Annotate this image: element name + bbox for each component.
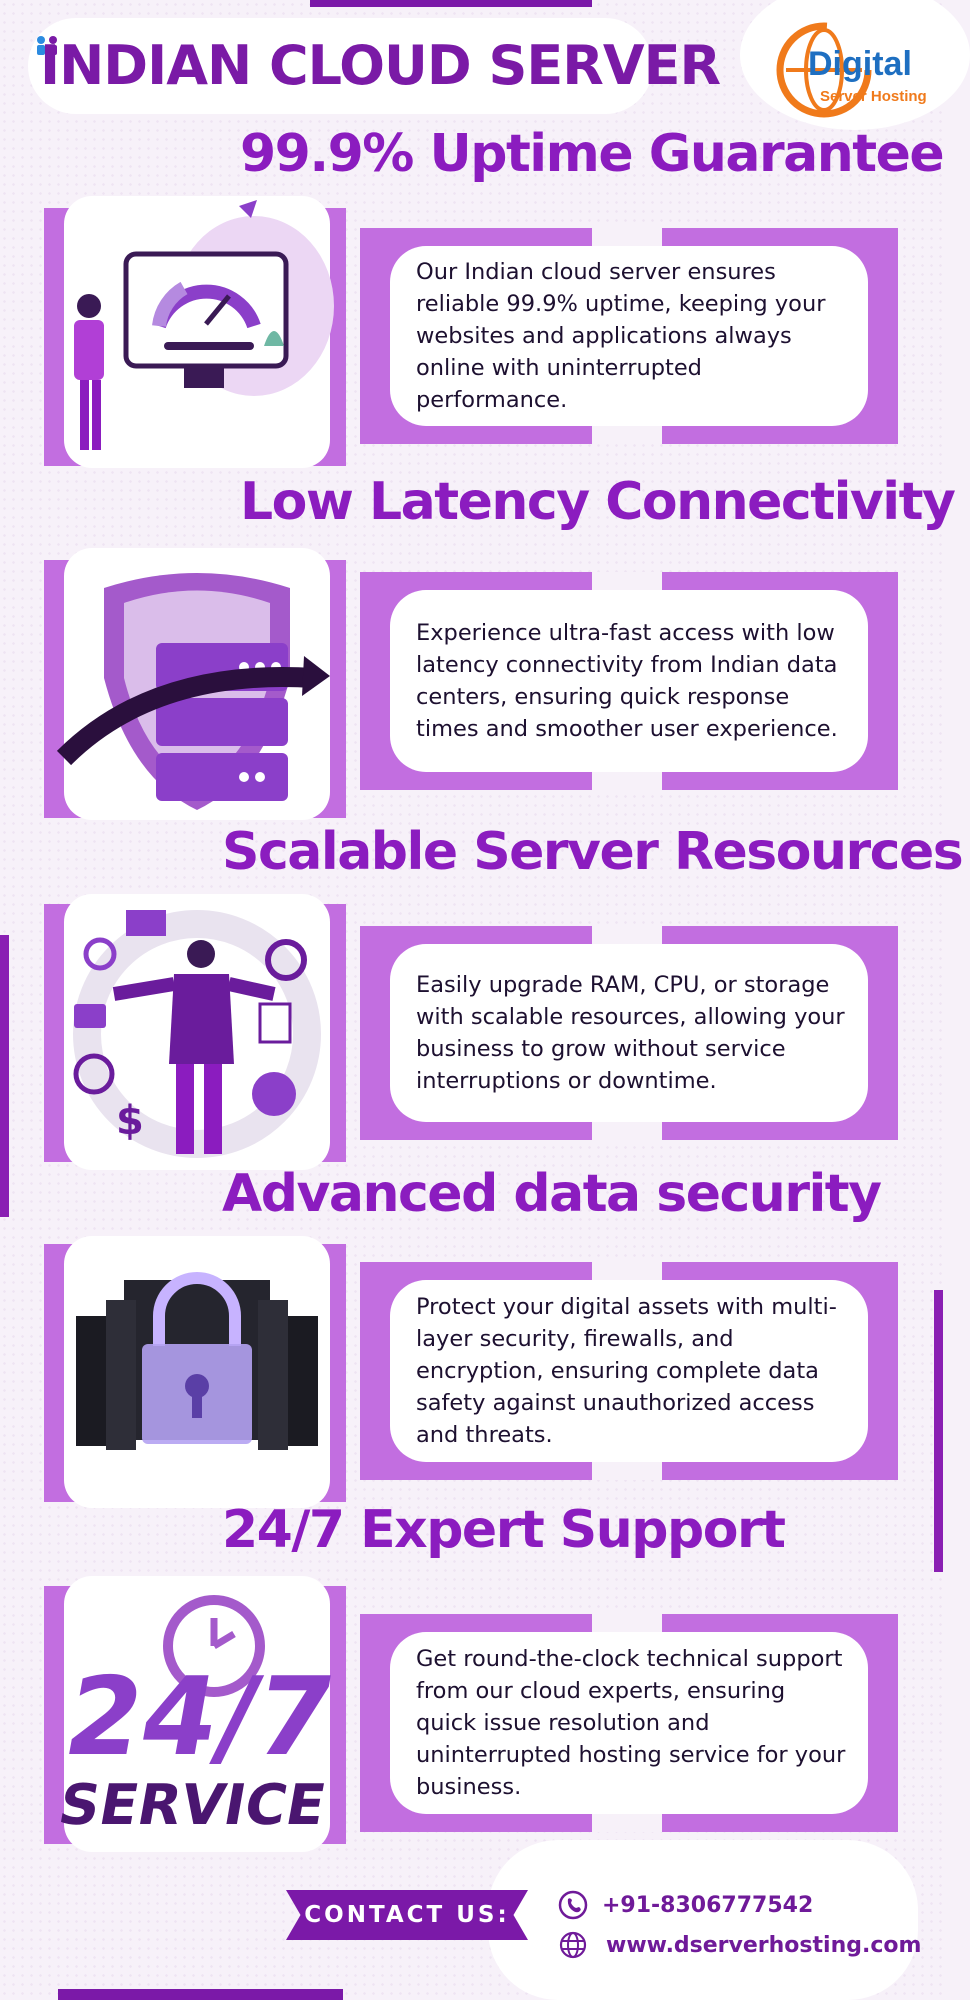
website-row[interactable]: www.dserverhosting.com xyxy=(558,1930,921,1960)
svg-text:$: $ xyxy=(116,1098,144,1144)
bottom-accent-bar xyxy=(58,1989,343,2000)
feature-card: Our Indian cloud server ensures reliable… xyxy=(390,246,868,426)
server-lock-illustration xyxy=(64,1236,330,1508)
feature-description: Easily upgrade RAM, CPU, or storage with… xyxy=(416,972,845,1094)
contact-label: CONTACT US: xyxy=(286,1890,528,1940)
feature-card: Protect your digital assets with multi-l… xyxy=(390,1280,868,1462)
feature-card: Get round-the-clock technical support fr… xyxy=(390,1632,868,1814)
businessman-resources-illustration: $ xyxy=(64,894,330,1170)
header-background xyxy=(28,18,653,114)
text-frame: Experience ultra-fast access with low la… xyxy=(360,572,898,790)
feature-description: Our Indian cloud server ensures reliable… xyxy=(416,259,826,413)
text-frame: Easily upgrade RAM, CPU, or storage with… xyxy=(360,926,898,1140)
right-accent-bar xyxy=(934,1290,943,1572)
globe-icon xyxy=(559,1931,587,1959)
service-small-text: SERVICE xyxy=(54,1773,331,1838)
top-accent-bar xyxy=(310,0,592,7)
text-frame: Get round-the-clock technical support fr… xyxy=(360,1614,898,1832)
logo-word: Digital xyxy=(808,45,912,83)
contact-background xyxy=(488,1840,918,2000)
feature-card: Easily upgrade RAM, CPU, or storage with… xyxy=(390,944,868,1122)
section-heading-security: Advanced data security xyxy=(222,1164,882,1224)
section-heading-scalable: Scalable Server Resources xyxy=(222,822,964,882)
section-heading-uptime: 99.9% Uptime Guarantee xyxy=(240,124,945,184)
24-7-service-illustration: 24/7 SERVICE xyxy=(54,1576,343,1852)
shield-server-illustration xyxy=(56,548,330,820)
section-heading-support: 24/7 Expert Support xyxy=(222,1500,786,1560)
people-icon xyxy=(37,36,57,55)
text-frame: Our Indian cloud server ensures reliable… xyxy=(360,228,898,444)
phone-row[interactable]: +91-8306777542 xyxy=(558,1890,813,1920)
feature-card: Experience ultra-fast access with low la… xyxy=(390,590,868,772)
feature-description: Experience ultra-fast access with low la… xyxy=(416,620,838,742)
globe-logo-icon xyxy=(776,22,872,118)
text-frame: Protect your digital assets with multi-l… xyxy=(360,1262,898,1480)
logo-tagline: Server Hosting xyxy=(820,88,927,105)
feature-description: Protect your digital assets with multi-l… xyxy=(416,1294,837,1448)
phone-number[interactable]: +91-8306777542 xyxy=(602,1892,814,1918)
feature-description: Get round-the-clock technical support fr… xyxy=(416,1646,846,1800)
left-accent-bar xyxy=(0,935,9,1217)
page-title: INDIAN CLOUD SERVER xyxy=(40,34,721,97)
phone-icon xyxy=(558,1890,588,1920)
website-link[interactable]: www.dserverhosting.com xyxy=(606,1932,922,1958)
section-heading-latency: Low Latency Connectivity xyxy=(240,472,956,532)
service-big-text: 24/7 xyxy=(56,1654,343,1780)
uptime-monitor-illustration xyxy=(64,196,334,468)
